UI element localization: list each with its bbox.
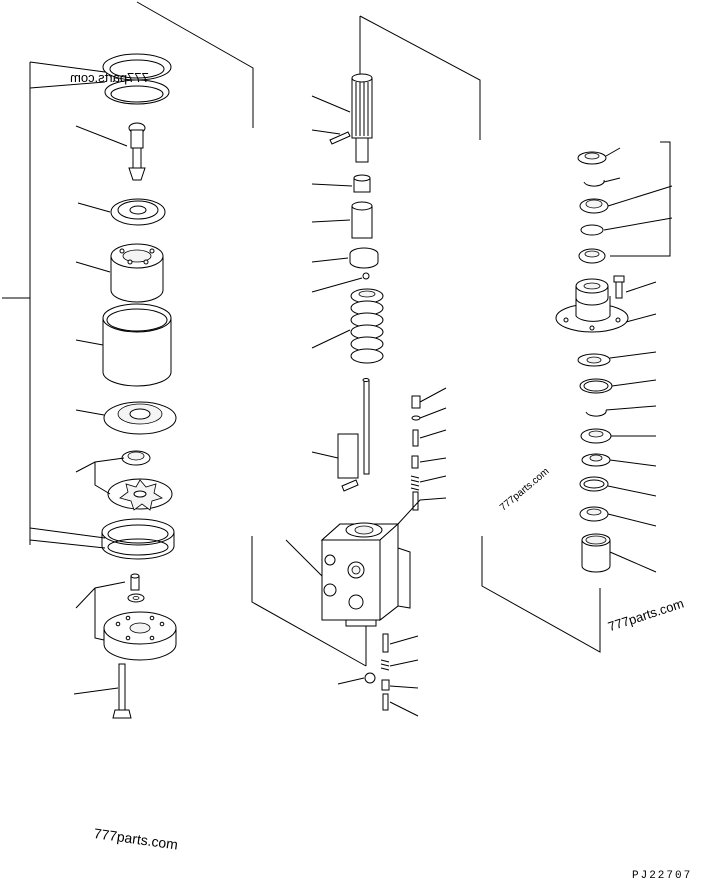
centering-springs <box>350 288 384 364</box>
seal-washer-4 <box>578 248 606 264</box>
seal-ring-top <box>102 53 172 105</box>
watermark-top: 777parts.com <box>70 70 149 85</box>
tie-bolt <box>112 663 132 719</box>
end-cap <box>103 611 177 661</box>
hex-coupling <box>353 174 371 193</box>
spool-sleeve <box>351 201 373 239</box>
stator-gear <box>103 401 177 435</box>
check-valve-parts-upper <box>410 395 421 511</box>
right-assembly-group <box>555 141 673 573</box>
adjusting-screw <box>128 122 146 181</box>
flange-housing <box>555 278 629 333</box>
rotor-hub <box>121 450 151 466</box>
star-rotor <box>107 478 173 511</box>
spline-spool <box>351 73 373 163</box>
rotor-housing <box>110 243 164 303</box>
left-assembly-group <box>2 1 254 719</box>
snap-ring <box>349 247 379 269</box>
seal-washer-1 <box>577 151 607 165</box>
cross-pin <box>329 131 351 145</box>
bushing <box>581 533 611 573</box>
center-assembly-group <box>251 15 601 717</box>
check-valve-parts-lower <box>364 633 390 711</box>
washer-stack <box>577 353 613 522</box>
valve-body <box>320 522 411 627</box>
housing-sleeve <box>102 303 172 387</box>
drawing-code: PJ22707 <box>632 870 693 882</box>
flange-bolt <box>613 275 625 299</box>
seal-ring-bottom <box>101 518 175 560</box>
snap-ring-1 <box>583 179 605 187</box>
drive-rod <box>362 378 370 475</box>
seal-washer-2 <box>579 198 609 214</box>
pin-and-washer <box>127 573 145 603</box>
seal-washer-3 <box>580 224 604 236</box>
end-plate <box>110 198 166 226</box>
